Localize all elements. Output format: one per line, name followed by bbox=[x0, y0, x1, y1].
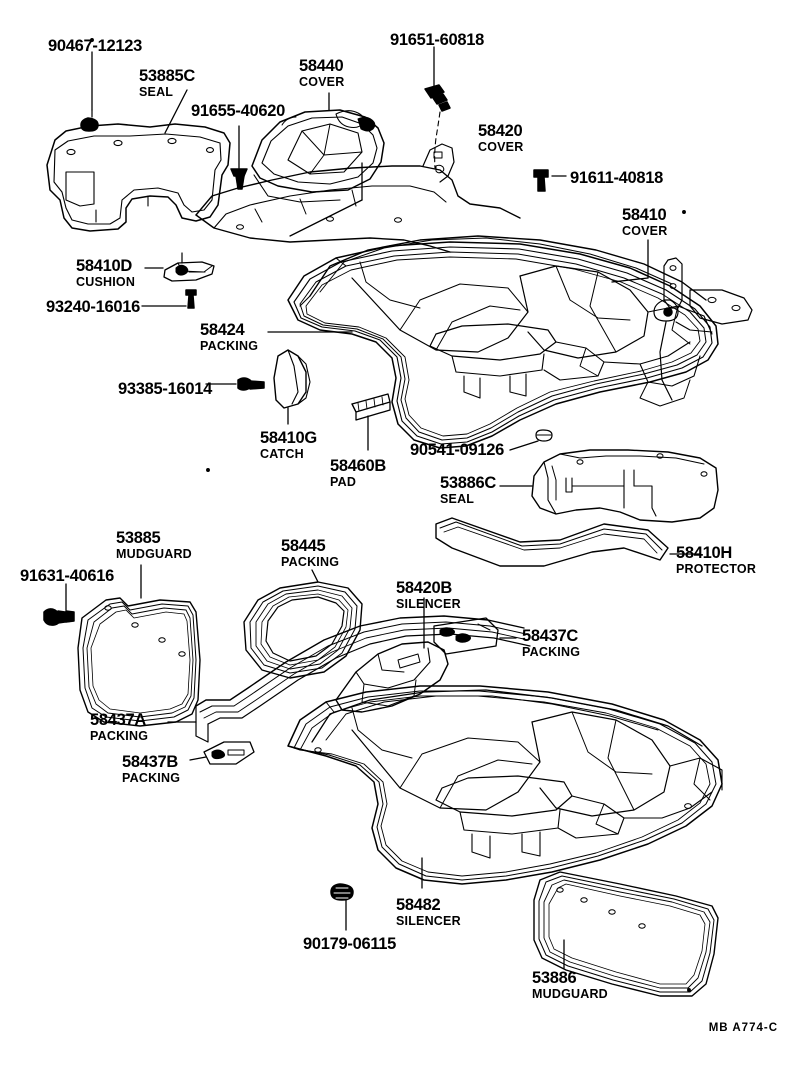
part-label-91651-60818[interactable]: 91651-60818 bbox=[390, 31, 484, 49]
part-label-91631-40616[interactable]: 91631-40616 bbox=[20, 567, 114, 585]
part-label-91611-40818[interactable]: 91611-40818 bbox=[570, 169, 664, 187]
part-53885C-seal bbox=[46, 89, 231, 232]
part-93240-16016-screw bbox=[141, 289, 197, 309]
part-58437A-packing bbox=[167, 615, 531, 743]
part-58460B-pad bbox=[351, 393, 391, 451]
part-58482-silencer bbox=[287, 685, 723, 889]
part-90467-12123-clip bbox=[80, 51, 99, 132]
part-58420B-silencer bbox=[335, 597, 449, 713]
part-58410D-cushion bbox=[144, 252, 215, 282]
part-58437C-packing bbox=[433, 617, 517, 655]
part-label-91655-40620[interactable]: 91655-40620 bbox=[191, 102, 285, 120]
part-label-93240-16016[interactable]: 93240-16016 bbox=[46, 298, 140, 316]
part-58410-cover bbox=[287, 235, 753, 449]
part-58437B-packing bbox=[189, 741, 255, 765]
part-90179-06115-nut bbox=[330, 883, 354, 931]
part-93385-16014-screw bbox=[205, 377, 265, 391]
part-58410G-catch bbox=[273, 349, 311, 425]
part-53886-mudguard bbox=[533, 871, 719, 997]
part-91651-60818-bolt bbox=[424, 46, 451, 169]
part-91611-40818-bolt bbox=[533, 169, 567, 192]
part-53885-mudguard bbox=[77, 564, 201, 727]
part-label-90179-06115[interactable]: 90179-06115 bbox=[303, 935, 397, 953]
part-90541-09126-plug bbox=[509, 429, 553, 451]
part-58440-cover bbox=[251, 92, 385, 203]
part-58445-packing bbox=[243, 569, 363, 679]
part-58410H-protector bbox=[435, 517, 701, 567]
part-53886C-seal bbox=[499, 449, 719, 523]
part-91655-40620-grommet bbox=[230, 125, 248, 190]
diagram-footer-code: MB A774-C bbox=[708, 1022, 778, 1034]
part-label-90467-12123[interactable]: 90467-12123 bbox=[48, 37, 142, 55]
part-label-90541-09126[interactable]: 90541-09126 bbox=[410, 441, 504, 459]
part-label-93385-16014[interactable]: 93385-16014 bbox=[118, 380, 212, 398]
part-91631-40616-bolt bbox=[43, 583, 75, 626]
